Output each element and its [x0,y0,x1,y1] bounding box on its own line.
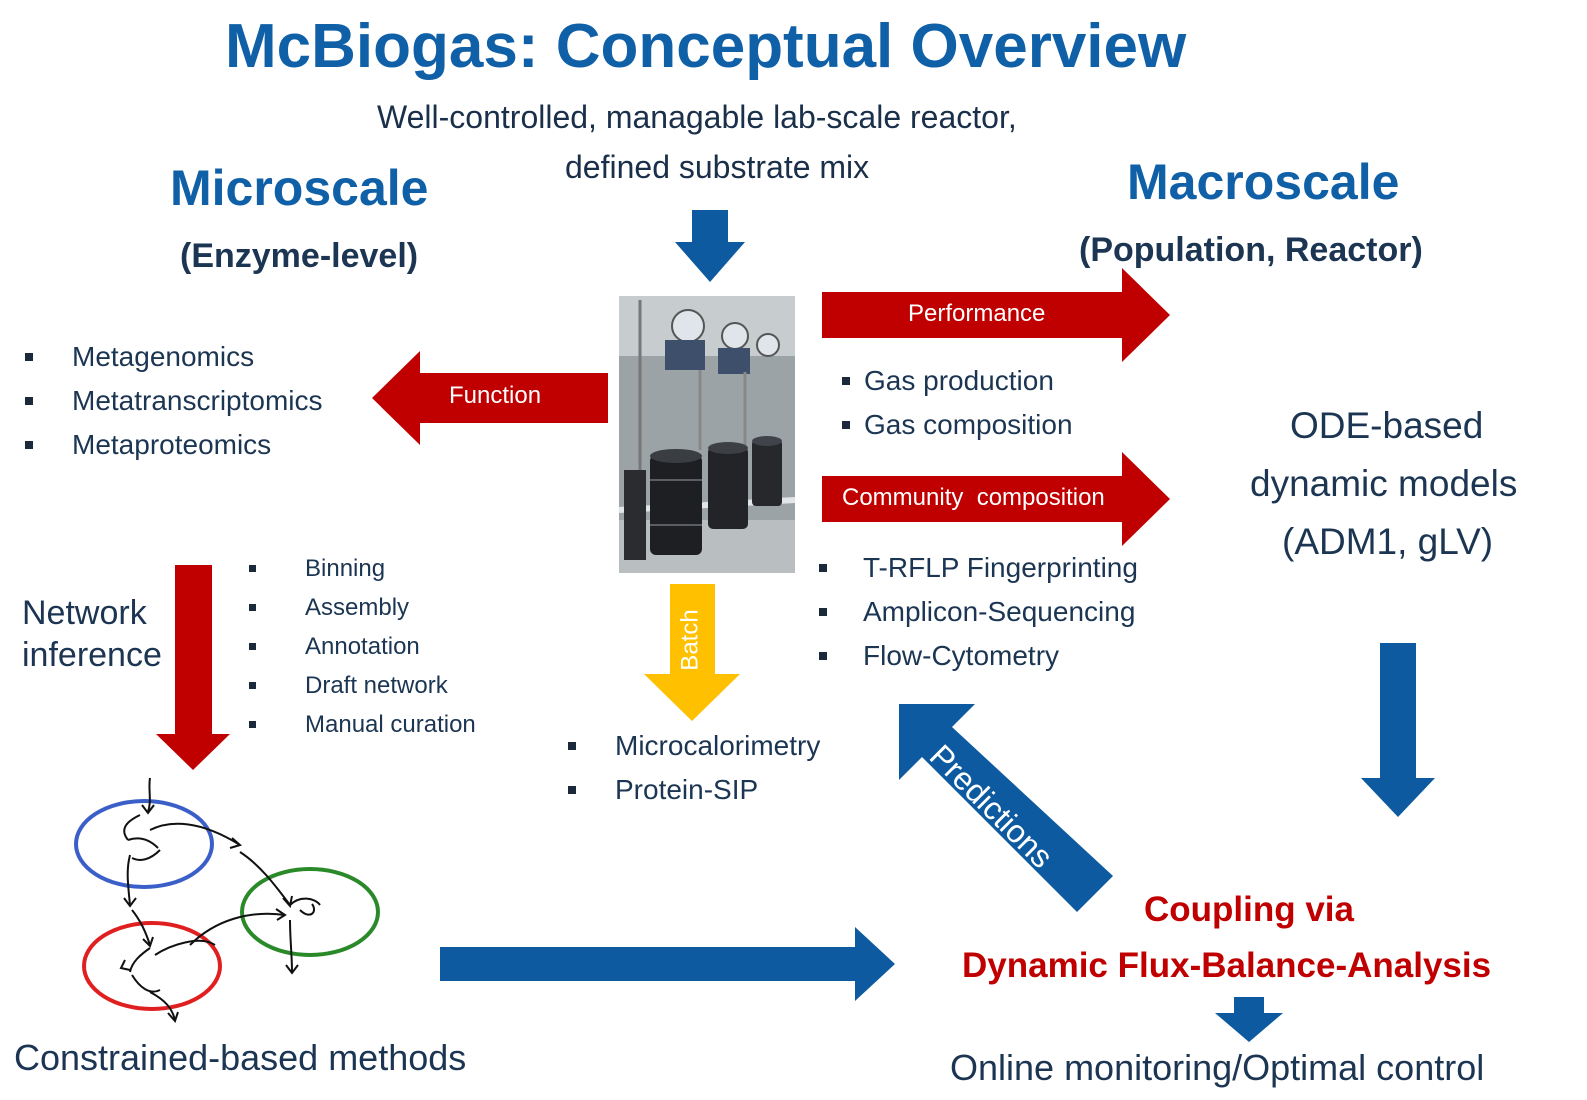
network-inference-arrow [156,565,230,770]
online-control-caption: Online monitoring/Optimal control [950,1047,1485,1088]
list-item: Protein-SIP [565,768,820,812]
macroscale-subheading: (Population, Reactor) [1079,231,1423,269]
network-label-line-2: inference [22,636,162,674]
predictions-arrow [899,704,1113,912]
reactor-photo [618,296,796,573]
list-item: Draft network [245,666,476,705]
list-item: Manual curation [245,705,476,744]
ode-down-arrow [1361,643,1435,817]
performance-arrow [822,268,1170,362]
list-item: Annotation [245,627,476,666]
network-label-line-1: Network [22,594,147,632]
microscale-subheading: (Enzyme-level) [180,237,419,275]
page-title: McBiogas: Conceptual Overview [225,12,1187,81]
input-down-arrow [675,210,745,282]
community-arrow [822,452,1170,546]
ode-line-1: ODE-based [1290,405,1484,446]
network-cluster-blue [74,799,214,889]
subtitle-line-2: defined substrate mix [565,149,870,185]
community-methods-list: T-RFLP Fingerprinting Amplicon-Sequencin… [815,546,1138,678]
function-arrow-label: Function [449,382,542,409]
ode-line-2: dynamic models [1250,463,1518,504]
list-item: Metaproteomics [22,423,323,467]
network-cluster-red [82,921,222,1011]
list-item: T-RFLP Fingerprinting [815,546,1138,590]
coupling-line-2: Dynamic Flux-Balance-Analysis [962,946,1492,985]
batch-arrow-label: Batch [676,609,704,671]
list-item: Metatranscriptomics [22,379,323,423]
subtitle-line-1: Well-controlled, managable lab-scale rea… [377,99,1017,135]
performance-arrow-label: Performance [908,300,1046,327]
list-item: Microcalorimetry [565,724,820,768]
list-item: Gas composition [836,403,1073,447]
batch-methods-list: Microcalorimetry Protein-SIP [565,724,820,812]
function-arrow [372,351,608,445]
list-item: Flow-Cytometry [815,634,1138,678]
macroscale-heading: Macroscale [1127,154,1400,210]
network-edges [119,777,321,1023]
gas-list: Gas production Gas composition [836,359,1073,447]
list-item: Amplicon-Sequencing [815,590,1138,634]
coupling-line-1: Coupling via [1144,890,1354,929]
network-cluster-green [240,867,380,957]
constrained-methods-caption: Constrained-based methods [14,1037,467,1078]
list-item: Metagenomics [22,335,323,379]
list-item: Assembly [245,588,476,627]
microscale-heading: Microscale [170,160,429,216]
community-arrow-label: Community composition [842,484,1105,511]
batch-arrow [644,584,740,721]
list-item: Gas production [836,359,1073,403]
network-graph-illustration [74,799,380,1011]
list-item: Binning [245,549,476,588]
network-steps-list: Binning Assembly Annotation Draft networ… [245,549,476,744]
omics-list: Metagenomics Metatranscriptomics Metapro… [22,335,323,467]
online-down-arrow [1215,997,1283,1042]
coupling-arrow [440,927,895,1001]
ode-line-3: (ADM1, gLV) [1282,521,1494,562]
